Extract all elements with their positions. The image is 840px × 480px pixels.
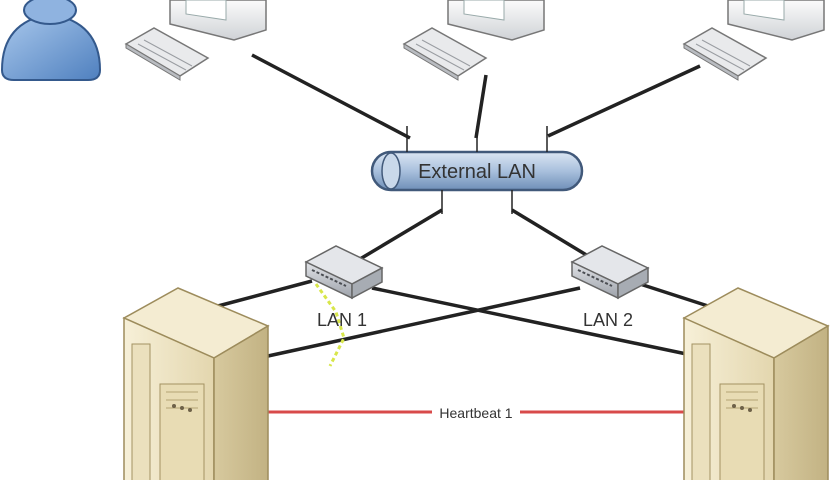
switch-icon — [304, 245, 384, 300]
cable-bus-lan1 — [354, 208, 443, 264]
lan2-label: LAN 2 — [583, 310, 633, 330]
workstation-icon — [682, 0, 825, 81]
switch-icon — [570, 245, 650, 300]
user-icon — [0, 0, 102, 81]
cable-lan1-left-server — [217, 279, 313, 308]
lan1-label: LAN 1 — [317, 310, 367, 330]
cable-lan2-left-server — [267, 286, 581, 358]
workstation-icon — [402, 0, 545, 81]
network-cables — [217, 53, 709, 414]
cable-bus-lan2 — [511, 208, 599, 264]
server-icon — [122, 287, 270, 480]
cable-ws-right — [547, 64, 701, 138]
cable-ws-left — [251, 53, 411, 140]
heartbeat-label: Heartbeat 1 — [439, 405, 512, 421]
cable-lan1-highlight — [314, 283, 346, 367]
workstation-icon — [124, 0, 267, 81]
external-lan-label: External LAN — [418, 161, 536, 183]
cable-lan2-right-server — [639, 282, 709, 308]
server-icon — [682, 287, 830, 480]
cable-lan1-right-server — [371, 286, 697, 358]
external-lan-bus: External LAN — [370, 126, 584, 214]
